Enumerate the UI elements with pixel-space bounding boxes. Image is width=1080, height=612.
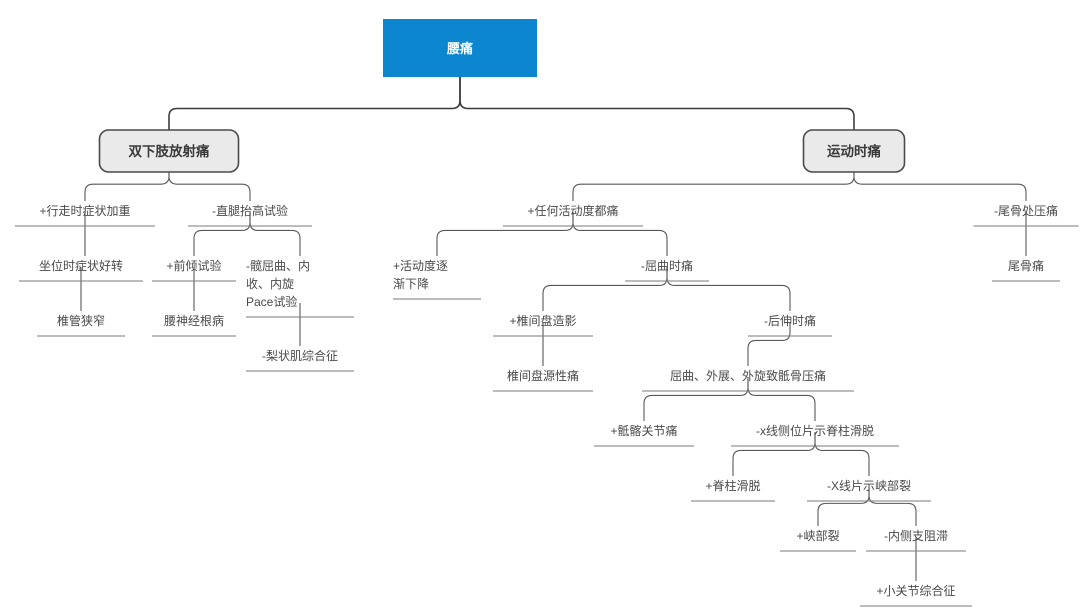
connector-e-anyrom-decline	[436, 212, 574, 256]
connector-e-root-motion	[459, 76, 855, 130]
node-label: -梨状肌综合征	[262, 348, 338, 363]
node-sit-better[interactable]: 坐位时症状好转	[19, 258, 143, 282]
connector-e-xray-pars	[814, 432, 870, 476]
connector-e-slr-lean	[193, 212, 251, 256]
node-label: 尾骨痛	[1008, 258, 1044, 273]
node-radiating[interactable]: 双下肢放射痛	[98, 129, 240, 173]
node-sacral-tender[interactable]: 屈曲、外展、外旋致骶骨压痛	[642, 368, 854, 392]
connector-e-pars-defect	[817, 487, 870, 526]
node-label: -内侧支阻滞	[884, 529, 948, 543]
node-label: 屈曲、外展、外旋致骶骨压痛	[670, 368, 826, 383]
connector-e-slr-pace	[249, 212, 301, 256]
node-label: -x线侧位片示脊柱滑脱	[756, 423, 874, 438]
node-label: -直腿抬高试验	[212, 203, 288, 218]
node-label: +行走时症状加重	[39, 203, 130, 218]
connector-e-flexion-disco	[542, 267, 668, 311]
node-shape	[383, 19, 537, 77]
node-xray-pars[interactable]: -X线片示峡部裂	[807, 478, 931, 502]
edge-layer	[80, 76, 1027, 581]
node-pars-defect[interactable]: +峡部裂	[780, 528, 856, 552]
node-medial-block[interactable]: -内侧支阻滞	[866, 529, 966, 552]
connector-e-radiating-slr	[168, 172, 251, 201]
node-coccyx-tender[interactable]: -尾骨处压痛	[973, 203, 1079, 227]
node-rom-decline[interactable]: +活动度逐渐下降	[393, 258, 481, 300]
node-piriformis[interactable]: -梨状肌综合征	[246, 348, 354, 372]
connector-e-sacral-xray	[747, 377, 816, 421]
node-discogenic[interactable]: 椎间盘源性痛	[493, 368, 593, 392]
node-flexion-pain[interactable]: -屈曲时痛	[625, 258, 709, 282]
node-label: +前倾试验	[166, 258, 221, 273]
node-label: 腰神经根病	[164, 313, 224, 328]
node-label: -屈曲时痛	[641, 258, 693, 273]
node-xray-lateral[interactable]: -x线侧位片示脊柱滑脱	[731, 423, 899, 447]
node-label: +小关节综合征	[876, 583, 955, 598]
connector-e-anyrom-flexion	[572, 212, 668, 256]
node-label: 腰痛	[446, 41, 473, 56]
node-root[interactable]: 腰痛	[383, 19, 537, 77]
node-label: 坐位时症状好转	[39, 258, 123, 273]
node-label: -X线片示峡部裂	[827, 478, 911, 493]
connector-e-flexion-extension	[666, 267, 791, 311]
connector-e-xray-spondylo	[732, 432, 816, 476]
connector-e-motion-coccyx	[853, 172, 1027, 201]
node-extension-pain[interactable]: -后伸时痛	[748, 313, 832, 337]
node-label: 椎间盘源性痛	[507, 368, 579, 383]
node-label: +椎间盘造影	[509, 313, 576, 328]
node-si-joint[interactable]: +骶髂关节痛	[594, 423, 694, 447]
connector-e-pars-medial	[868, 487, 917, 526]
node-walk-worse[interactable]: +行走时症状加重	[15, 203, 155, 227]
node-label: 双下肢放射痛	[129, 143, 210, 159]
node-label: +任何活动度都痛	[527, 203, 618, 218]
node-lean-test[interactable]: +前倾试验	[152, 258, 236, 282]
node-label: +骶髂关节痛	[610, 423, 677, 438]
node-label: +脊柱滑脱	[705, 478, 760, 493]
node-radiculopathy[interactable]: 腰神经根病	[152, 313, 236, 337]
connector-e-root-radiating	[168, 76, 461, 130]
node-stenosis[interactable]: 椎管狭窄	[37, 313, 125, 337]
node-slr[interactable]: -直腿抬高试验	[188, 203, 312, 227]
connector-e-sacral-si	[643, 377, 749, 421]
node-spondylolisthesis[interactable]: +脊柱滑脱	[691, 478, 775, 502]
node-label: -后伸时痛	[764, 313, 816, 328]
connector-e-motion-anyrom	[572, 172, 855, 201]
node-shape	[98, 129, 240, 173]
node-label: 运动时痛	[827, 143, 881, 159]
node-label: -尾骨处压痛	[994, 203, 1058, 218]
node-any-rom[interactable]: +任何活动度都痛	[503, 203, 643, 227]
connector-e-extension-sacral	[747, 322, 791, 366]
node-label: 椎管狭窄	[57, 313, 105, 328]
node-label: +峡部裂	[796, 528, 839, 543]
node-discography[interactable]: +椎间盘造影	[493, 313, 593, 337]
node-shape	[802, 129, 906, 173]
node-facet-syndrome[interactable]: +小关节综合征	[860, 583, 972, 607]
node-coccydynia[interactable]: 尾骨痛	[992, 258, 1060, 282]
node-label: +活动度逐渐下降	[393, 258, 448, 291]
node-motion[interactable]: 运动时痛	[802, 129, 906, 173]
connector-e-radiating-walk	[84, 172, 170, 201]
